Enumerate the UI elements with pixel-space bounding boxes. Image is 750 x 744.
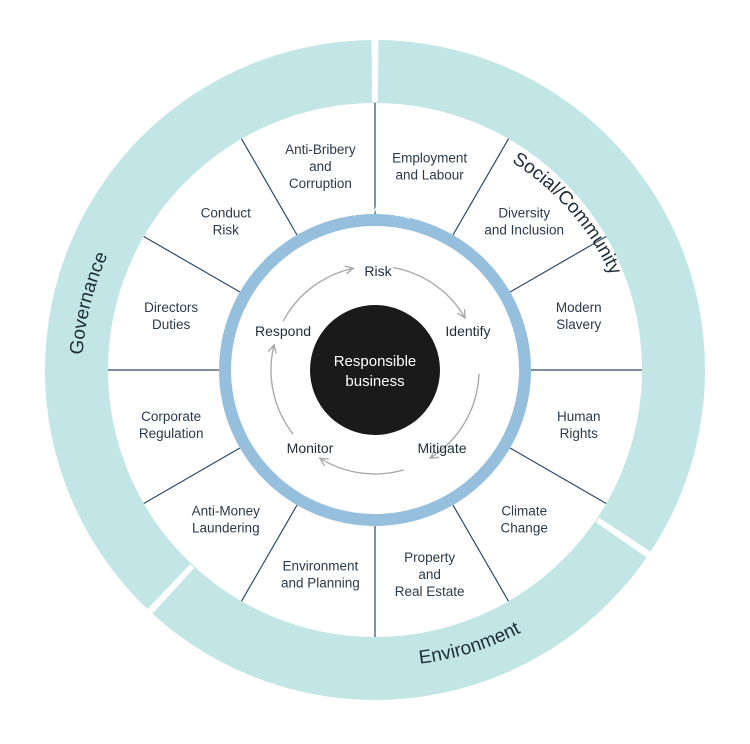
cycle-arrow — [282, 267, 354, 322]
segment-label-line: and Inclusion — [484, 222, 564, 237]
segment-label-line: Real Estate — [395, 584, 465, 599]
cycle-arrow — [319, 457, 404, 475]
cycle-label-identify: Identify — [445, 323, 490, 339]
segment-label-line: Environment — [282, 558, 358, 573]
segment-label-line: Human — [557, 409, 601, 424]
ring-gap — [595, 517, 653, 559]
segment-divider — [240, 504, 298, 602]
cycle-label-respond: Respond — [255, 323, 311, 339]
cycle-arrowhead — [344, 265, 355, 275]
ring-gaps — [146, 38, 653, 616]
cycle-arrowhead — [267, 343, 277, 354]
ring-gap — [371, 38, 379, 103]
cycle-label-monitor: Monitor — [287, 440, 334, 456]
segment-label-line: Employment — [392, 151, 467, 166]
segment-label-line: Laundering — [192, 521, 260, 536]
segment-label-line: and Planning — [281, 575, 360, 590]
segment-label-line: Risk — [213, 222, 239, 237]
segment-divider — [452, 504, 510, 602]
segment-divider — [452, 138, 510, 236]
cycle-label-mitigate: Mitigate — [417, 440, 466, 456]
cycle-arrowhead — [318, 457, 329, 467]
segment-label-line: Property — [404, 550, 455, 565]
cycle-arrow — [392, 266, 466, 319]
segment-divider — [509, 447, 607, 505]
segment-label-line: Rights — [560, 426, 599, 441]
cycle-arrow — [270, 344, 294, 435]
segment-label-line: Climate — [501, 504, 547, 519]
segment-divider — [143, 447, 241, 505]
cycle-arrows — [267, 265, 480, 475]
cycle-arrowhead — [428, 450, 440, 460]
segment-dividers — [108, 103, 642, 637]
segment-label-line: Change — [501, 521, 548, 536]
segment-divider — [509, 235, 607, 293]
segment-label-line: Modern — [556, 300, 602, 315]
segment-label-line: and — [309, 159, 332, 174]
segment-label-line: Conduct — [201, 205, 252, 220]
segment-label-line: Corporate — [141, 409, 201, 424]
segment-label-line: Directors — [144, 300, 198, 315]
cycle-arrowhead — [457, 309, 466, 320]
segment-divider — [240, 138, 298, 236]
segment-label-line: Regulation — [139, 426, 204, 441]
segment-label-line: Anti-Money — [192, 504, 261, 519]
segment-label-line: Duties — [152, 317, 191, 332]
segment-label-line: Anti-Bribery — [285, 142, 356, 157]
segment-label-line: Corruption — [289, 176, 352, 191]
cycle-arrow — [429, 373, 480, 459]
segment-label-line: Slavery — [556, 317, 601, 332]
segment-label-line: and Labour — [395, 168, 464, 183]
ring-gap — [146, 564, 195, 616]
segment-label-line: and — [418, 567, 441, 582]
center-disc — [310, 305, 440, 435]
center-label-line1: Responsible — [334, 353, 417, 370]
center-label-line2: business — [345, 373, 404, 390]
segment-divider — [143, 235, 241, 293]
continuous-improvement-inner-line — [233, 228, 517, 512]
segment-label-line: Diversity — [498, 205, 550, 220]
cycle-label-risk: Risk — [364, 263, 392, 279]
